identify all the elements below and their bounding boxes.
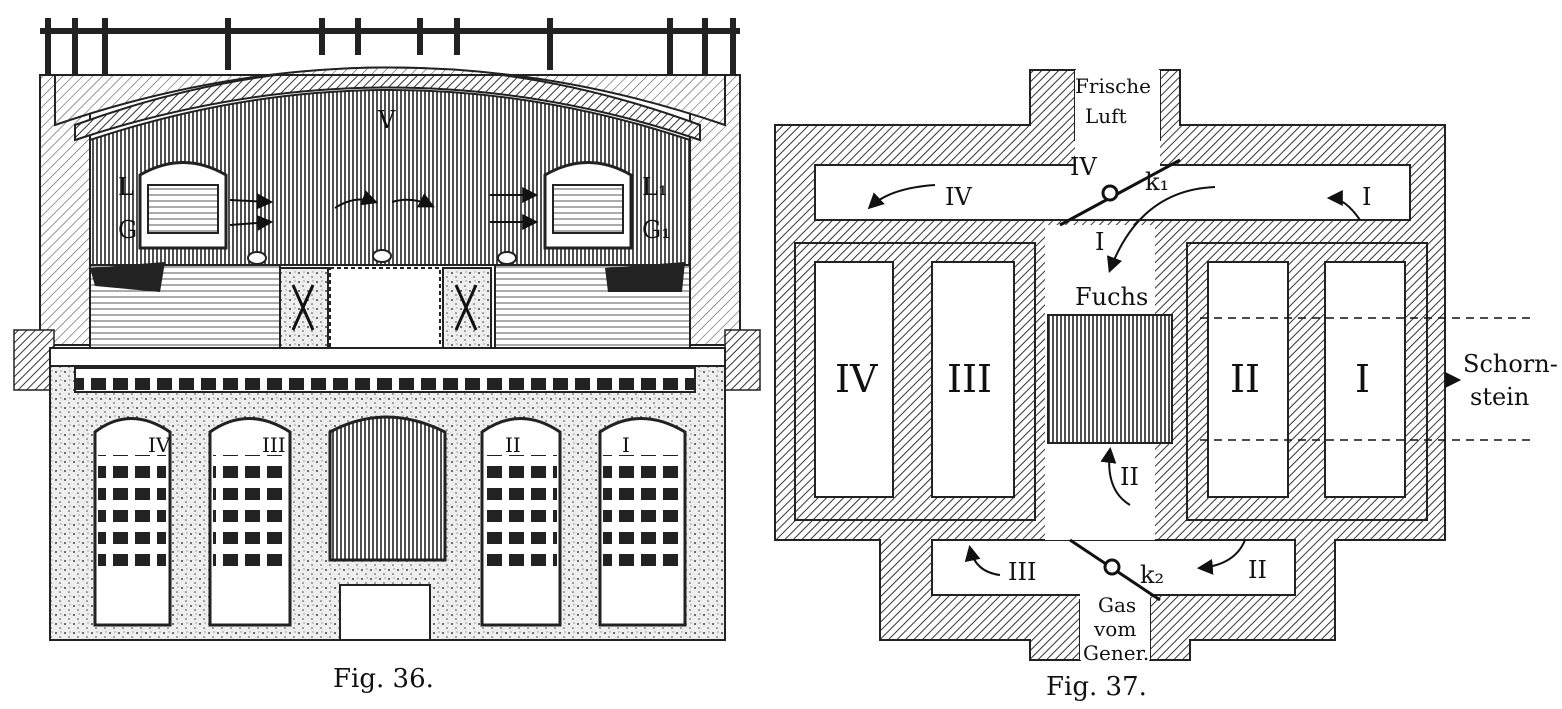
- peephole-center: [372, 249, 392, 263]
- gas-label-2: vom: [1093, 617, 1136, 641]
- valve-k1-label: k₁: [1145, 168, 1169, 196]
- hearth-center: [329, 267, 441, 349]
- peephole-right: [497, 251, 517, 265]
- arrow-label-IV-top: IV: [1070, 153, 1097, 181]
- label-G: G: [118, 216, 137, 244]
- figure-37-caption: Fig. 37.: [1046, 672, 1147, 702]
- gas-inlet: [1080, 585, 1150, 660]
- checker-grating-overlay: [74, 367, 696, 393]
- tie-rods: [45, 18, 736, 80]
- right-port: [543, 161, 633, 250]
- ground-left: [13, 329, 55, 391]
- chamber-I: [1324, 261, 1406, 498]
- arrow-label-II-center: II: [1120, 463, 1139, 491]
- chamber-label-III: III: [947, 357, 992, 401]
- regen-label-I: I: [622, 433, 630, 457]
- arrow-label-I-center: I: [1095, 228, 1104, 256]
- regen-label-IV: IV: [148, 433, 171, 457]
- chamber-label-II: II: [1230, 357, 1260, 401]
- flow-arrows: [867, 184, 1361, 576]
- furnace-chamber: [89, 89, 691, 266]
- ground-right: [724, 329, 761, 391]
- flue-block: [1047, 314, 1173, 444]
- fresh-air-label-2: Luft: [1085, 104, 1127, 128]
- valve-k2: [1069, 538, 1161, 602]
- peephole-left: [247, 251, 267, 265]
- regen-label-II: II: [505, 433, 521, 457]
- chimney-label-2: stein: [1470, 383, 1529, 411]
- regen-label-III: III: [262, 433, 286, 457]
- chamber-III: [931, 261, 1015, 498]
- arrow-label-III-bottom: III: [1008, 558, 1036, 586]
- figure-37: IV III II I Schorn- stein Frische Luft G…: [774, 69, 1558, 665]
- arrow-label-II-bottom: II: [1248, 556, 1267, 584]
- chamber-IV: [814, 261, 894, 498]
- chamber-label: V: [377, 106, 396, 134]
- arrow-label-I-right: I: [1362, 183, 1371, 211]
- label-L1: L₁: [642, 173, 668, 201]
- label-G1: G₁: [642, 216, 671, 244]
- left-port: [138, 161, 228, 250]
- floor-slab: [49, 347, 726, 367]
- gas-label-3: Gener.: [1083, 641, 1149, 665]
- gas-label-1: Gas: [1098, 593, 1136, 617]
- right-burner: [605, 262, 685, 292]
- fresh-air-inlet: [1075, 70, 1160, 170]
- chamber-label-I: I: [1355, 357, 1370, 401]
- arrow-label-IV-left: IV: [945, 183, 972, 211]
- chamber-II: [1207, 261, 1289, 498]
- left-burner: [90, 262, 165, 292]
- valve-k2-label: k₂: [1140, 561, 1164, 589]
- top-rail: [40, 28, 740, 34]
- chimney-label-1: Schorn-: [1463, 350, 1558, 378]
- label-L: L: [118, 173, 134, 201]
- fresh-air-label-1: Frische: [1075, 74, 1151, 98]
- figure-36: V L G L₁ G₁: [13, 18, 761, 641]
- figure-36-caption: Fig. 36.: [333, 664, 434, 694]
- chamber-label-IV: IV: [835, 357, 878, 401]
- regenerators: [93, 415, 687, 641]
- flue-label: Fuchs: [1075, 283, 1148, 311]
- flame-arrows: [229, 187, 539, 231]
- upper-hatch: [54, 66, 726, 127]
- valve-k1: [1059, 158, 1181, 227]
